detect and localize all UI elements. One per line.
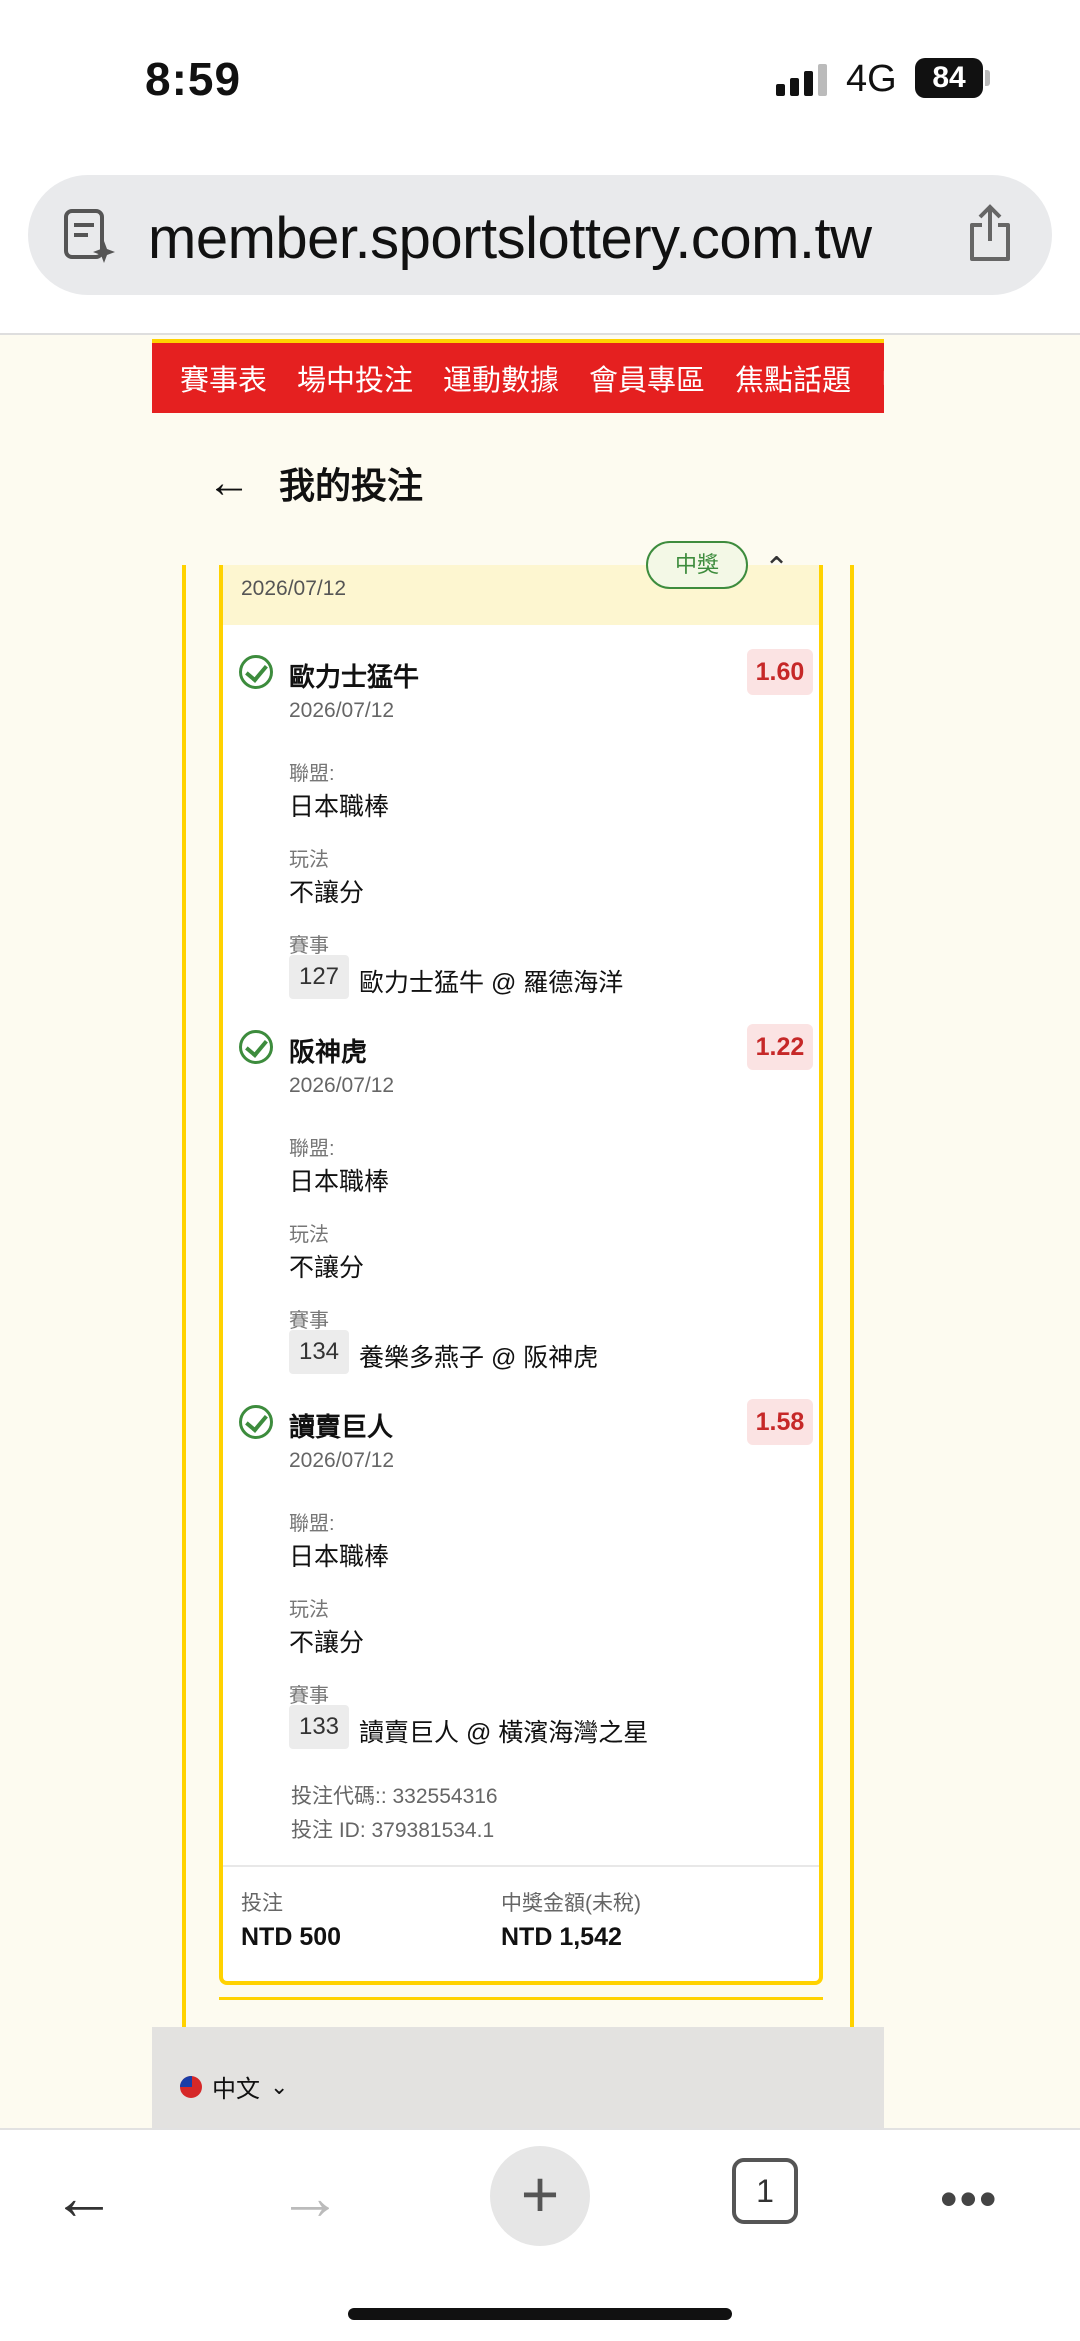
check-circle-icon bbox=[239, 1405, 273, 1439]
match-number: 133 bbox=[289, 1705, 349, 1749]
payout-value: NTD 1,542 bbox=[501, 1923, 622, 1951]
web-page: 賽事表 場中投注 運動數據 會員專區 焦點話題 中 ← 我的投注 2026/07… bbox=[0, 335, 1080, 2130]
battery-icon: 84 bbox=[915, 58, 983, 98]
selection-team: 阪神虎 bbox=[289, 1037, 368, 1067]
check-circle-icon bbox=[239, 655, 273, 689]
event-label: 賽事 bbox=[289, 1310, 329, 1332]
selection-date: 2026/07/12 bbox=[289, 699, 395, 722]
nav-item-member-area[interactable]: 會員專區 bbox=[589, 365, 706, 397]
nav-item-sports-data[interactable]: 運動數據 bbox=[443, 365, 560, 397]
selection-date: 2026/07/12 bbox=[289, 1074, 395, 1097]
bet-summary: 投注 NTD 500 中獎金額(未稅) NTD 1,542 bbox=[223, 1865, 819, 1981]
selection-item: 讀賣巨人 1.58 2026/07/12 聯盟: 日本職棒 玩法 不讓分 賽事 … bbox=[223, 1399, 819, 1775]
url-text[interactable]: member.sportslottery.com.tw bbox=[148, 206, 872, 271]
play-label: 玩法 bbox=[289, 1599, 329, 1621]
odds-badge: 1.60 bbox=[747, 649, 813, 695]
play-value: 不讓分 bbox=[289, 879, 365, 907]
bet-id: 投注 ID: 379381534.1 bbox=[291, 1819, 495, 1842]
page-menu-icon[interactable] bbox=[62, 207, 118, 267]
league-label: 聯盟: bbox=[289, 1138, 335, 1160]
selection-item: 歐力士猛牛 1.60 2026/07/12 聯盟: 日本職棒 玩法 不讓分 賽事… bbox=[223, 649, 819, 1025]
battery-tip bbox=[985, 70, 990, 86]
browser-toolbar: ← → + 1 ••• bbox=[0, 2128, 1080, 2341]
new-tab-button[interactable]: + bbox=[490, 2146, 590, 2246]
league-value: 日本職棒 bbox=[289, 793, 390, 821]
event-label: 賽事 bbox=[289, 1685, 329, 1707]
forward-button[interactable]: → bbox=[278, 2161, 342, 2233]
signal-icon bbox=[776, 62, 827, 96]
play-value: 不讓分 bbox=[289, 1254, 365, 1282]
payout-label: 中獎金額(未稅) bbox=[501, 1892, 641, 1915]
bet-code: 投注代碼:: 332554316 bbox=[291, 1785, 498, 1808]
bet-codes: 投注代碼:: 332554316 投注 ID: 379381534.1 bbox=[291, 1780, 498, 1848]
bet-card: 2026/07/12 歐力士猛牛 1.60 2026/07/12 聯盟: 日本職… bbox=[219, 565, 823, 1985]
league-value: 日本職棒 bbox=[289, 1543, 390, 1571]
site-footer: 中文 ⌄ bbox=[152, 2027, 884, 2130]
language-label: 中文 bbox=[212, 2076, 260, 2103]
match-name: 養樂多燕子 @ 阪神虎 bbox=[359, 1344, 599, 1372]
odds-badge: 1.22 bbox=[747, 1024, 813, 1070]
win-status-badge: 中獎 bbox=[646, 541, 748, 589]
play-label: 玩法 bbox=[289, 849, 329, 871]
bet-date: 2026/07/12 bbox=[241, 577, 347, 600]
status-time: 8:59 bbox=[145, 53, 242, 105]
nav-item-live-betting[interactable]: 場中投注 bbox=[297, 365, 414, 397]
page-title: 我的投注 bbox=[279, 464, 424, 506]
nav-item-more[interactable]: 中 bbox=[851, 357, 884, 399]
play-value: 不讓分 bbox=[289, 1629, 365, 1657]
league-label: 聯盟: bbox=[289, 763, 335, 785]
divider bbox=[0, 333, 1080, 335]
bet-list: 2026/07/12 歐力士猛牛 1.60 2026/07/12 聯盟: 日本職… bbox=[182, 541, 854, 2100]
play-label: 玩法 bbox=[289, 1224, 329, 1246]
tabs-button[interactable]: 1 bbox=[732, 2158, 798, 2224]
league-value: 日本職棒 bbox=[289, 1168, 390, 1196]
match-number: 134 bbox=[289, 1330, 349, 1374]
chevron-up-icon[interactable]: ⌃ bbox=[764, 552, 790, 585]
back-button[interactable]: ← bbox=[52, 2161, 116, 2233]
page-header: ← 我的投注 bbox=[152, 415, 884, 550]
taiwan-flag-icon bbox=[180, 2075, 202, 2098]
home-indicator[interactable] bbox=[348, 2308, 732, 2320]
network-type: 4G bbox=[846, 58, 897, 100]
main-nav: 賽事表 場中投注 運動數據 會員專區 焦點話題 中 bbox=[152, 339, 884, 413]
share-icon[interactable] bbox=[964, 203, 1016, 265]
match-name: 歐力士猛牛 @ 羅德海洋 bbox=[359, 969, 624, 997]
status-bar: 8:59 4G 84 bbox=[0, 0, 1080, 160]
nav-item-focus-topics[interactable]: 焦點話題 bbox=[735, 365, 852, 397]
nav-item-schedule[interactable]: 賽事表 bbox=[180, 365, 268, 397]
stake-label: 投注 bbox=[241, 1892, 283, 1915]
address-bar[interactable]: member.sportslottery.com.tw bbox=[28, 175, 1052, 295]
selection-item: 阪神虎 1.22 2026/07/12 聯盟: 日本職棒 玩法 不讓分 賽事 1… bbox=[223, 1024, 819, 1400]
chevron-down-icon: ⌄ bbox=[270, 2073, 289, 2099]
back-arrow-icon[interactable]: ← bbox=[207, 457, 251, 507]
stake-value: NTD 500 bbox=[241, 1923, 342, 1951]
match-name: 讀賣巨人 @ 橫濱海灣之星 bbox=[359, 1719, 649, 1747]
league-label: 聯盟: bbox=[289, 1513, 335, 1535]
check-circle-icon bbox=[239, 1030, 273, 1064]
match-number: 127 bbox=[289, 955, 349, 999]
language-selector[interactable]: 中文 ⌄ bbox=[180, 2069, 288, 2104]
event-label: 賽事 bbox=[289, 935, 329, 957]
more-menu-icon[interactable]: ••• bbox=[940, 2171, 999, 2227]
selection-team: 讀賣巨人 bbox=[289, 1412, 394, 1442]
selection-team: 歐力士猛牛 bbox=[289, 662, 420, 692]
next-bet-card[interactable] bbox=[219, 1997, 823, 2005]
odds-badge: 1.58 bbox=[747, 1399, 813, 1445]
selection-date: 2026/07/12 bbox=[289, 1449, 395, 1472]
